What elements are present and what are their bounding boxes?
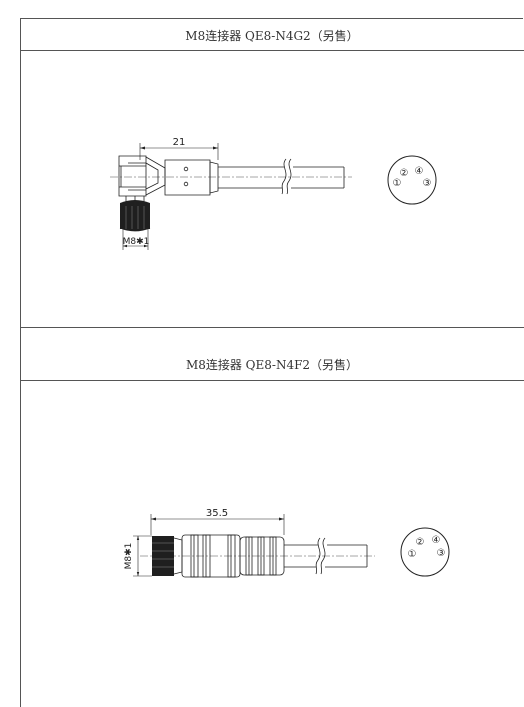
section-title-n4g2: M8连接器 QE8-N4G2（另售） <box>185 29 359 43</box>
pin-1-label: ① <box>393 178 402 189</box>
pin-2-label: ② <box>400 168 409 179</box>
pin-4-label: ④ <box>432 535 441 546</box>
section-title-n4f2: M8连接器 QE8-N4F2（另售） <box>185 358 359 372</box>
dimension-21-label: 21 <box>173 137 186 148</box>
pin-3-label: ③ <box>437 548 446 559</box>
pin-1-label: ① <box>408 549 417 560</box>
pin-4-label: ④ <box>415 166 424 177</box>
thread-label-2: M8✱1 <box>124 543 134 570</box>
dimension-35-5-label: 35.5 <box>206 508 228 519</box>
pin-3-label: ③ <box>423 178 432 189</box>
divider <box>20 327 524 328</box>
thread-label-1: M8✱1 <box>123 237 150 247</box>
table-frame <box>20 18 523 707</box>
connector-n4g2-drawing <box>110 143 437 250</box>
divider <box>20 380 524 381</box>
pin-2-label: ② <box>416 537 425 548</box>
divider <box>20 50 524 51</box>
connector-n4f2-drawing <box>133 514 450 578</box>
